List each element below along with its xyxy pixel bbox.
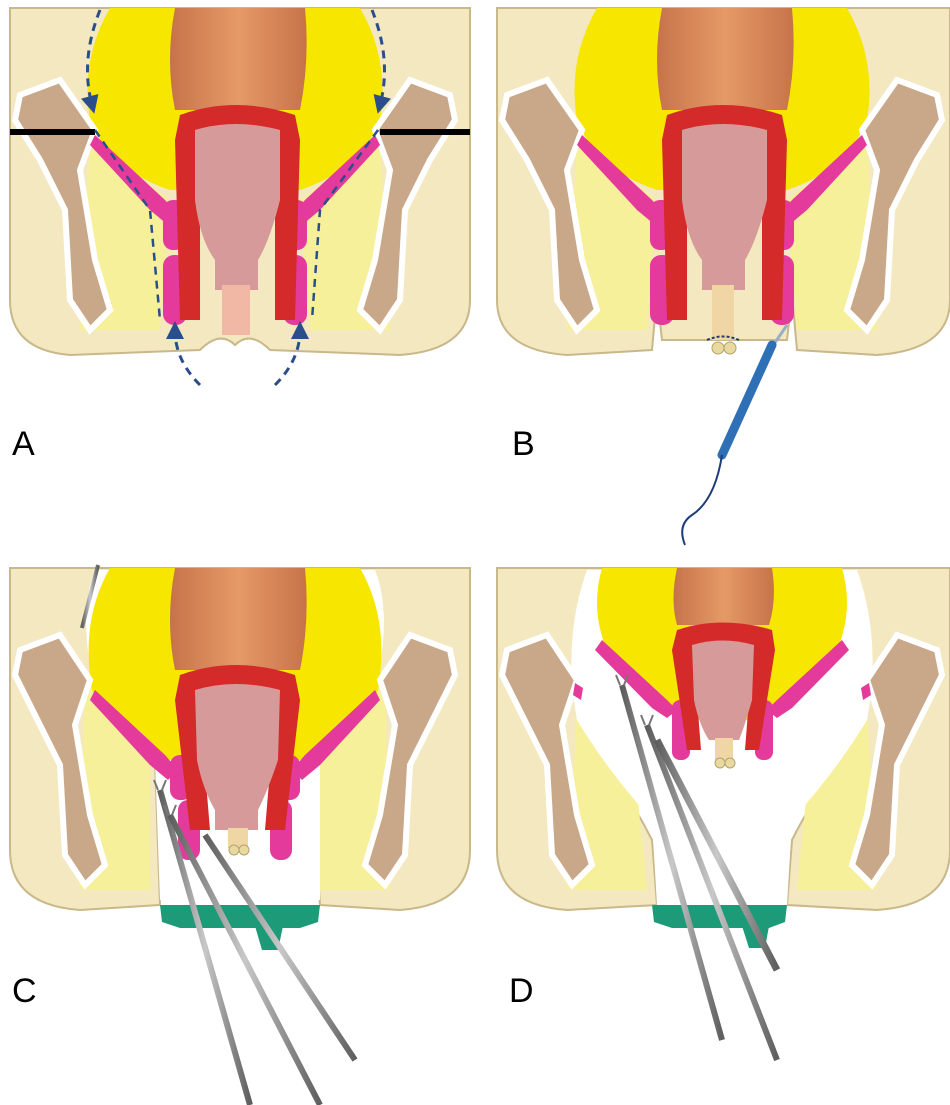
anal-stump — [715, 738, 733, 760]
purse-string-knot-left — [712, 342, 724, 354]
panel-a: A — [0, 0, 470, 545]
panel-b: B — [487, 0, 950, 545]
panel-d-illustration — [487, 560, 950, 1105]
panel-label-c: C — [12, 972, 37, 1011]
rectum-wall — [170, 568, 307, 670]
rectum-wall — [170, 8, 307, 110]
panel-c-illustration — [0, 560, 470, 1105]
panel-b-illustration — [487, 0, 950, 545]
anal-canal-closed — [712, 285, 734, 340]
purse-string-knot-left — [715, 758, 725, 768]
purse-string-knot-right — [239, 845, 249, 855]
suture-thread — [682, 455, 722, 545]
rectum-wall — [674, 568, 774, 625]
rectum-wall — [657, 8, 794, 110]
anal-canal — [222, 285, 250, 335]
panel-label-a: A — [12, 425, 35, 464]
panel-label-b: B — [512, 425, 535, 464]
panel-label-d: D — [509, 972, 534, 1011]
transanal-platform — [160, 905, 320, 928]
panel-d: D — [487, 560, 950, 1105]
panel-a-illustration — [0, 0, 470, 545]
panel-c: C — [0, 560, 470, 1105]
purse-string-knot-left — [229, 845, 239, 855]
purse-string-knot-right — [725, 758, 735, 768]
needle-holder — [722, 345, 772, 455]
purse-string-knot-right — [724, 342, 736, 354]
